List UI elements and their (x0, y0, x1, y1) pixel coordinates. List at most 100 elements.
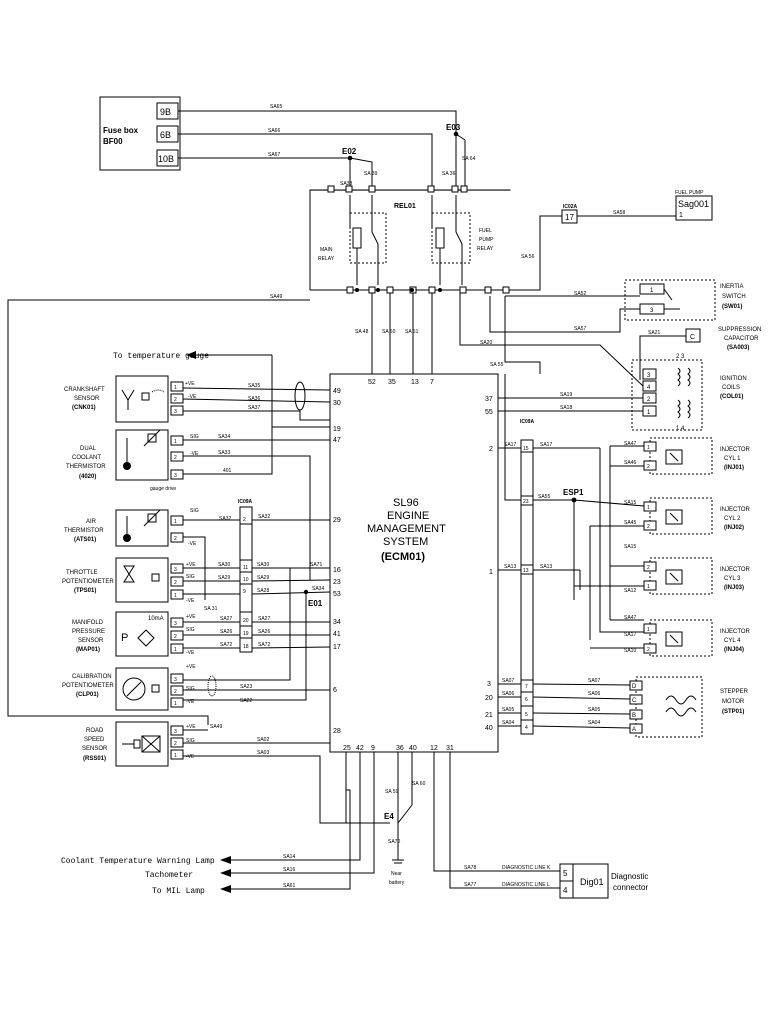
component-name: STEPPER (720, 689, 749, 695)
wire-label: SA45 (624, 520, 636, 526)
node-esp1: ESP1 (563, 488, 584, 497)
connector-pin: 19 (243, 631, 249, 637)
ecm-pin: 55 (485, 409, 493, 416)
pin: 1 (650, 288, 654, 294)
component-id: (RSS01) (83, 756, 106, 762)
right-connector: IC09A 15 23 13 7 6 5 4 SA17 SA17 SA13 SA… (498, 374, 600, 735)
pin: 3 (650, 308, 654, 314)
wire-label: SA 59 (385, 789, 399, 795)
wire-label: SA07 (502, 678, 514, 684)
connector-pin: 20 (243, 618, 249, 624)
pin: 3 (174, 621, 177, 627)
ecm-pin: 30 (333, 400, 341, 407)
pin: A (632, 727, 636, 733)
ecm-pin: 28 (333, 728, 341, 735)
connector-pin: 9 (243, 589, 246, 595)
fuel-pump-title: FUEL PUMP (675, 190, 704, 196)
node-e02: E02 (342, 147, 357, 156)
wire-label: SA04 (588, 720, 600, 726)
ecm-pin: 35 (388, 379, 396, 386)
component-name: POTENTIOMETER (62, 579, 114, 585)
component-id: (CLP01) (76, 692, 99, 698)
wire-label: SA26 (220, 629, 232, 635)
pin: 3 (174, 409, 177, 415)
wire-label: SA 64 (462, 156, 476, 162)
wire-label: SA57 (574, 326, 586, 332)
ecm-pin: 37 (485, 396, 493, 403)
ecm-pin: 49 (333, 388, 341, 395)
pin: 1 (647, 505, 650, 511)
pin: 2 (174, 455, 177, 461)
fuel-relay-label: FUEL (479, 228, 492, 234)
component-id: (INJ04) (724, 647, 744, 653)
wire-label: SA05 (502, 707, 514, 713)
injectors: 1 2 INJECTOR CYL 1 (INJ01) 1 2 INJECTOR … (573, 437, 751, 657)
pin-label: -VE (186, 699, 195, 705)
pin: 2 (174, 397, 177, 403)
wire-label: SA77 (464, 882, 476, 888)
pin: 2 (647, 464, 650, 470)
component-name: IGNITION (720, 376, 747, 382)
wire-label: SA 39 (364, 171, 378, 177)
fuel-pump: FUEL PUMP Sag001 1 IC02A 17 SA58 SA 56 (510, 190, 713, 291)
fuel-pump-conn-pin: 17 (565, 213, 574, 222)
connector-pin: 5 (525, 712, 528, 718)
pin: 2 (647, 524, 650, 530)
ecm-pin: 7 (430, 379, 434, 386)
ecm-pin: 34 (333, 619, 341, 626)
component-name: THERMISTOR (64, 528, 104, 534)
fuse-box: Fuse box BF00 9B 6B 10B (99, 96, 181, 171)
ecm-pin: 20 (485, 695, 493, 702)
component-name: DUAL (80, 446, 97, 452)
wire-label: SA49 (210, 724, 222, 730)
pin-label: SIG (186, 574, 195, 580)
ecm-pin: 2 (489, 446, 493, 453)
pin: 2 (174, 741, 177, 747)
wire-label: SA03 (257, 750, 269, 756)
fusebox-title: Fuse box (103, 126, 139, 135)
fusebox-id: BF00 (103, 137, 123, 146)
connector-pin: 7 (525, 684, 528, 690)
fuse-10b: 10B (158, 154, 174, 164)
component-name: CYL 1 (724, 456, 741, 462)
pin: 3 (174, 729, 177, 735)
pin: 1 (647, 627, 650, 633)
pin: 2 (174, 634, 177, 640)
component-name: THROTTLE (66, 570, 98, 576)
ecm-label: ENGINE (387, 510, 429, 522)
wire-label: SA17 (540, 442, 552, 448)
ecm-pin: 36 (396, 745, 404, 752)
ecm-pin: 41 (333, 631, 341, 638)
wire-label: SA65 (270, 104, 282, 110)
wire-label: SA30 (257, 562, 269, 568)
gauge-drive-note: gauge drive (150, 486, 176, 492)
wire-label: SA 50 (382, 329, 396, 335)
ecm-pin: 53 (333, 591, 341, 598)
component-name: THERMISTOR (66, 464, 106, 470)
component-name: CYL 3 (724, 576, 741, 582)
pin: 1 (174, 753, 177, 759)
wire-label: SA70 (388, 839, 400, 845)
component-name: PRESSURE (72, 629, 105, 635)
wire-label: SA19 (560, 392, 572, 398)
wire-label: SA 60 (412, 781, 426, 787)
node-e03: E03 (446, 123, 461, 132)
pin-label: +VE (186, 724, 196, 730)
wire-label: SA28 (257, 588, 269, 594)
wire-label: SA71 (310, 562, 322, 568)
component-id: (INJ01) (724, 465, 744, 471)
component-id: (SA003) (727, 345, 749, 351)
component-name: SUPPRESSION (718, 327, 761, 333)
component-name: CYL 4 (724, 638, 741, 644)
left-sensors: To temperature gauge 1 2 3 +VE -VE CRANK… (62, 351, 390, 824)
main-relay-label: RELAY (318, 256, 335, 262)
inertia-switch: SA52 1 3 INERTIA SWITCH (SW01) SA57 (489, 279, 746, 333)
fuel-relay-label: PUMP (479, 237, 494, 243)
ecm-pin: 6 (333, 687, 337, 694)
wire-label: SA17 (624, 632, 636, 638)
wire-label: 401 (223, 468, 232, 474)
wire-label: SA10 (624, 648, 636, 654)
wire-label: SA36 (248, 396, 260, 402)
diag-label: Diagnostic (611, 872, 648, 881)
component-name: SENSOR (74, 396, 100, 402)
